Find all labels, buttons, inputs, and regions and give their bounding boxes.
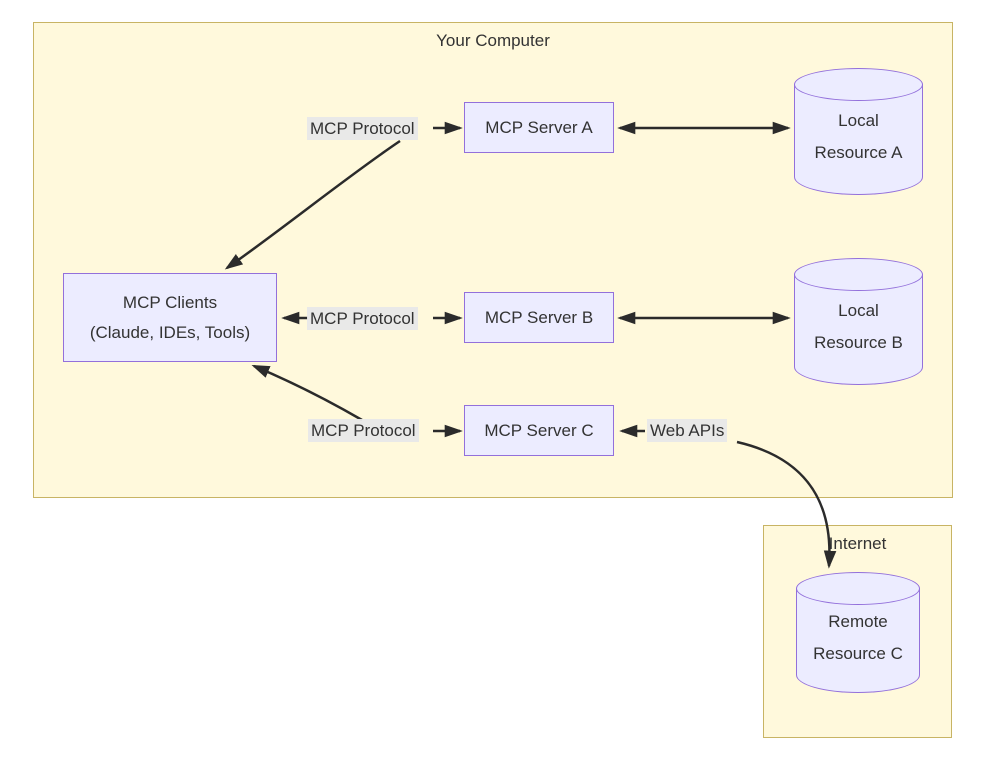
remote-resource-c-label-line1: Remote (828, 611, 888, 631)
edge-label-mcp-protocol-c: MCP Protocol (308, 419, 419, 442)
mcp-server-b-node: MCP Server B (464, 292, 614, 343)
remote-resource-c-label-line2: Resource C (813, 643, 903, 663)
cylinder-body (794, 274, 923, 385)
cylinder-body (796, 588, 920, 693)
cylinder-body (794, 84, 923, 195)
mcp-clients-node: MCP Clients (Claude, IDEs, Tools) (63, 273, 277, 362)
cylinder-top-ellipse (796, 572, 920, 605)
mcp-server-a-label: MCP Server A (485, 117, 593, 137)
local-resource-b-label-line2: Resource B (814, 332, 903, 352)
edge-label-mcp-protocol-b: MCP Protocol (307, 307, 418, 330)
mcp-server-c-node: MCP Server C (464, 405, 614, 456)
mcp-server-b-label: MCP Server B (484, 307, 594, 327)
edge-label-mcp-protocol-a: MCP Protocol (307, 117, 418, 140)
mcp-clients-label-line2: (Claude, IDEs, Tools) (89, 322, 251, 342)
internet-label: Internet (828, 534, 887, 553)
local-resource-b-label-line1: Local (838, 300, 879, 320)
cylinder-top-ellipse (794, 68, 923, 101)
mcp-server-a-node: MCP Server A (464, 102, 614, 153)
cylinder-top-ellipse (794, 258, 923, 291)
your-computer-label: Your Computer (436, 31, 550, 50)
mcp-clients-label-line1: MCP Clients (122, 292, 218, 312)
local-resource-a-label-line1: Local (838, 110, 879, 130)
edge-label-web-apis: Web APIs (647, 419, 728, 442)
local-resource-a-cylinder: Local Resource A (794, 68, 923, 195)
mcp-server-c-label: MCP Server C (484, 420, 594, 440)
local-resource-b-cylinder: Local Resource B (794, 258, 923, 385)
remote-resource-c-cylinder: Remote Resource C (796, 572, 920, 693)
local-resource-a-label-line2: Resource A (814, 142, 903, 162)
